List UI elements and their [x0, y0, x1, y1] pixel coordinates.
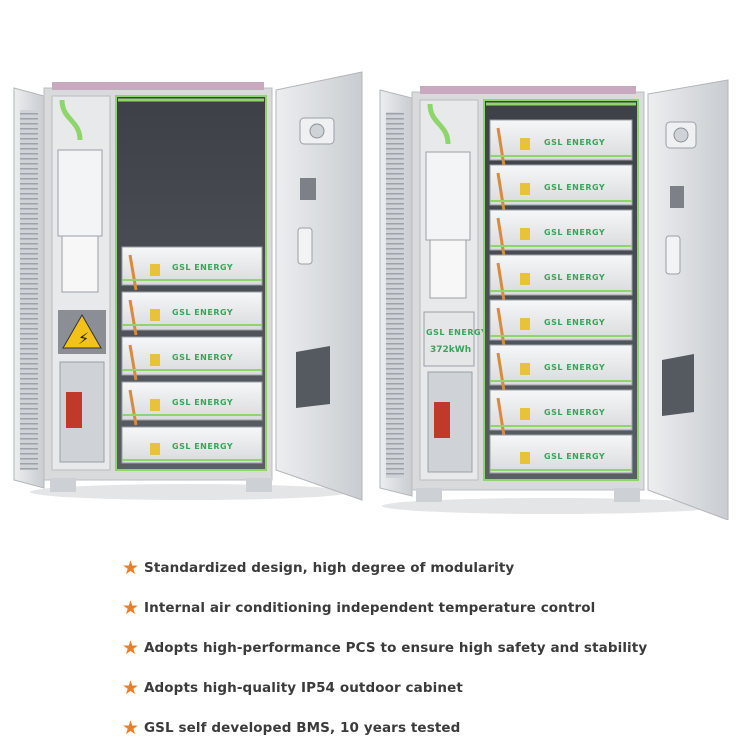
battery-module-brand: GSL ENERGY	[544, 408, 605, 417]
battery-module: GSL ENERGY	[489, 254, 633, 302]
battery-module: GSL ENERGY	[489, 164, 633, 212]
battery-module-brand: GSL ENERGY	[172, 353, 233, 362]
battery-module-brand: GSL ENERGY	[544, 273, 605, 282]
feature-text: Internal air conditioning independent te…	[144, 600, 596, 616]
battery-module: GSL ENERGY	[489, 344, 633, 392]
battery-module: GSL ENERGY	[121, 426, 263, 464]
battery-module: GSL ENERGY	[489, 434, 633, 474]
battery-module: GSL ENERGY	[121, 381, 263, 426]
battery-module: GSL ENERGY	[489, 119, 633, 167]
battery-module-brand: GSL ENERGY	[172, 263, 233, 272]
battery-module: GSL ENERGY	[121, 336, 263, 381]
star-icon: ★	[122, 716, 140, 739]
feature-list: ★ Standardized design, high degree of mo…	[122, 548, 722, 748]
feature-item: ★ Adopts high-performance PCS to ensure …	[122, 628, 722, 668]
battery-module: GSL ENERGY	[489, 389, 633, 437]
battery-module-brand: GSL ENERGY	[172, 398, 233, 407]
battery-module-brand: GSL ENERGY	[544, 138, 605, 147]
capacity-plate	[423, 311, 475, 367]
battery-module: GSL ENERGY	[489, 299, 633, 347]
feature-item: ★ GSL self developed BMS, 10 years teste…	[122, 708, 722, 748]
battery-module-brand: GSL ENERGY	[544, 183, 605, 192]
feature-text: Adopts high-performance PCS to ensure hi…	[144, 640, 648, 656]
feature-item: ★ Standardized design, high degree of mo…	[122, 548, 722, 588]
battery-module-brand: GSL ENERGY	[544, 228, 605, 237]
battery-module-brand: GSL ENERGY	[544, 363, 605, 372]
battery-stack-right: GSL ENERGY GSL ENERGY GSL ENERGY GSL ENE…	[489, 119, 633, 474]
feature-text: Adopts high-quality IP54 outdoor cabinet	[144, 680, 463, 696]
battery-module: GSL ENERGY	[489, 209, 633, 257]
star-icon: ★	[122, 556, 140, 579]
battery-module: GSL ENERGY	[121, 246, 263, 291]
battery-module-brand: GSL ENERGY	[172, 308, 233, 317]
svg-text:⚡: ⚡	[78, 329, 89, 348]
battery-module: GSL ENERGY	[121, 291, 263, 336]
capacity-plate-brand: GSL ENERGY	[426, 328, 487, 337]
feature-item: ★ Internal air conditioning independent …	[122, 588, 722, 628]
battery-module-brand: GSL ENERGY	[544, 452, 605, 461]
battery-stack-left: GSL ENERGY GSL ENERGY GSL ENERGY GSL ENE…	[121, 246, 263, 464]
hazard-icon	[62, 313, 102, 349]
feature-text: GSL self developed BMS, 10 years tested	[144, 720, 461, 736]
battery-module-brand: GSL ENERGY	[544, 318, 605, 327]
star-icon: ★	[122, 596, 140, 619]
feature-item: ★ Adopts high-quality IP54 outdoor cabin…	[122, 668, 722, 708]
star-icon: ★	[122, 636, 140, 659]
product-photo: ⚡ GSL ENERGY GSL ENERGY	[13, 71, 729, 520]
battery-module-brand: GSL ENERGY	[172, 442, 233, 451]
feature-text: Standardized design, high degree of modu…	[144, 560, 515, 576]
capacity-plate-value: 372kWh	[430, 345, 471, 355]
star-icon: ★	[122, 676, 140, 699]
